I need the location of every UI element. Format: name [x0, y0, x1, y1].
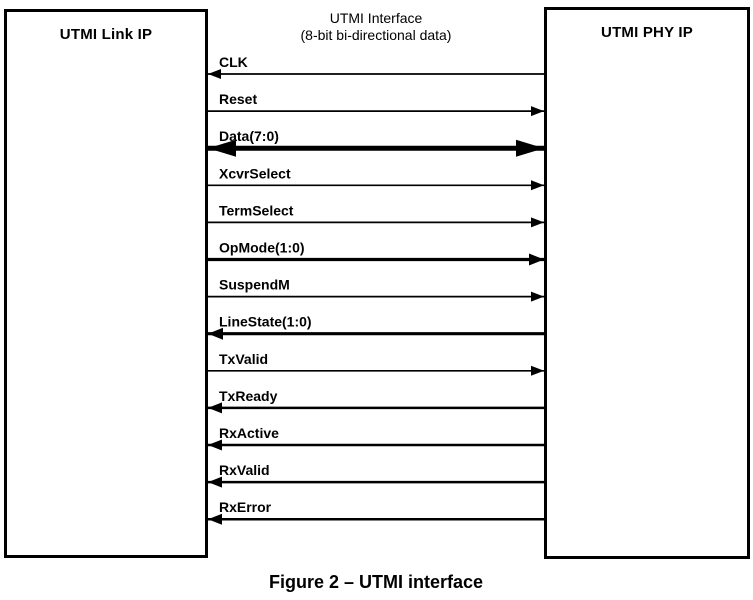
arrowhead-left — [208, 139, 236, 157]
signal-label: SuspendM — [219, 277, 290, 293]
signal-label: TermSelect — [219, 202, 294, 218]
signal-label: OpMode(1:0) — [219, 240, 305, 256]
arrowhead-right — [531, 217, 544, 228]
signal-label: RxValid — [219, 462, 270, 478]
arrowhead-left — [208, 513, 222, 525]
signal-label: Data(7:0) — [219, 128, 279, 144]
arrowhead-right — [531, 291, 544, 302]
signal-label: XcvrSelect — [219, 165, 291, 181]
utmi-link-ip-label: UTMI Link IP — [59, 26, 153, 43]
arrowhead-right — [531, 365, 544, 376]
arrowhead-right — [531, 106, 544, 117]
arrowhead-left — [208, 439, 222, 451]
interface-title-line2: (8-bit bi-directional data) — [300, 27, 452, 43]
arrowhead-left — [208, 69, 221, 79]
signal-label: TxReady — [219, 388, 278, 404]
utmi-link-ip-box: UTMI Link IP — [4, 9, 208, 558]
signal-label: TxValid — [219, 351, 268, 367]
signal-label: LineState(1:0) — [219, 314, 312, 330]
arrowhead-left — [208, 402, 222, 414]
utmi-phy-ip-box: UTMI PHY IP — [544, 7, 750, 559]
interface-title-line1: UTMI Interface — [329, 10, 423, 26]
signal-label: RxError — [219, 499, 272, 515]
signal-label: RxActive — [219, 425, 279, 441]
arrowhead-left — [208, 327, 223, 340]
signal-label: CLK — [219, 54, 248, 70]
figure-caption: Figure 2 – UTMI interface — [268, 572, 484, 592]
interface-title: UTMI Interface (8-bit bi-directional dat… — [301, 10, 452, 44]
signal-label: Reset — [219, 91, 257, 107]
arrowhead-right — [531, 180, 544, 191]
arrowhead-right — [529, 253, 544, 266]
arrowhead-right — [516, 139, 544, 157]
utmi-phy-ip-label: UTMI PHY IP — [601, 24, 693, 41]
arrowhead-left — [208, 476, 222, 488]
